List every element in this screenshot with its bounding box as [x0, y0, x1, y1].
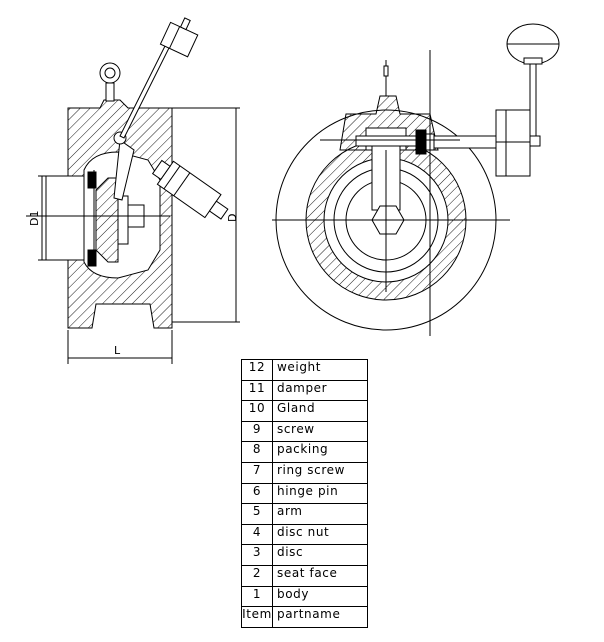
partname-header: partname: [272, 606, 368, 628]
item-no: 8: [241, 441, 273, 463]
part-name: seat face: [272, 564, 368, 587]
part-name: disc nut: [272, 523, 368, 546]
part-name: hinge pin: [272, 482, 368, 505]
item-no: 6: [241, 482, 273, 505]
seat-face: [87, 171, 97, 267]
arm: [113, 139, 135, 201]
front-view: [272, 23, 560, 336]
item-no: 1: [241, 585, 273, 608]
part-name: damper: [272, 379, 368, 402]
item-no: 2: [241, 564, 273, 587]
item-no: 4: [241, 523, 273, 546]
item-no: 10: [241, 400, 273, 422]
disc: [95, 177, 119, 263]
valve-body: [67, 99, 173, 329]
d1-label: D1: [28, 211, 41, 226]
side-section-view: [26, 17, 240, 364]
part-name: arm: [272, 503, 368, 525]
weight-side: [159, 17, 199, 58]
shaft: [433, 135, 497, 149]
hinge-pin-front: [355, 135, 417, 147]
item-header: Item: [241, 606, 273, 628]
part-name: disc: [272, 544, 368, 566]
item-no: 12: [241, 359, 273, 381]
item-no: 11: [241, 379, 273, 402]
part-name: packing: [272, 441, 368, 463]
item-no: 3: [241, 544, 273, 566]
item-no: 9: [241, 420, 273, 443]
damper-front: [495, 109, 531, 177]
part-name: Gland: [272, 400, 368, 422]
item-no: 7: [241, 461, 273, 484]
damper-side: [151, 159, 229, 220]
gland: [415, 129, 427, 155]
inlet-flange: [45, 175, 85, 261]
part-name: body: [272, 585, 368, 608]
l-label: L: [114, 344, 121, 357]
item-no: 5: [241, 503, 273, 525]
part-name: screw: [272, 420, 368, 443]
d-label: D: [226, 214, 239, 222]
part-name: weight: [272, 359, 368, 381]
eye-bolt: [99, 62, 121, 84]
part-name: ring screw: [272, 461, 368, 484]
